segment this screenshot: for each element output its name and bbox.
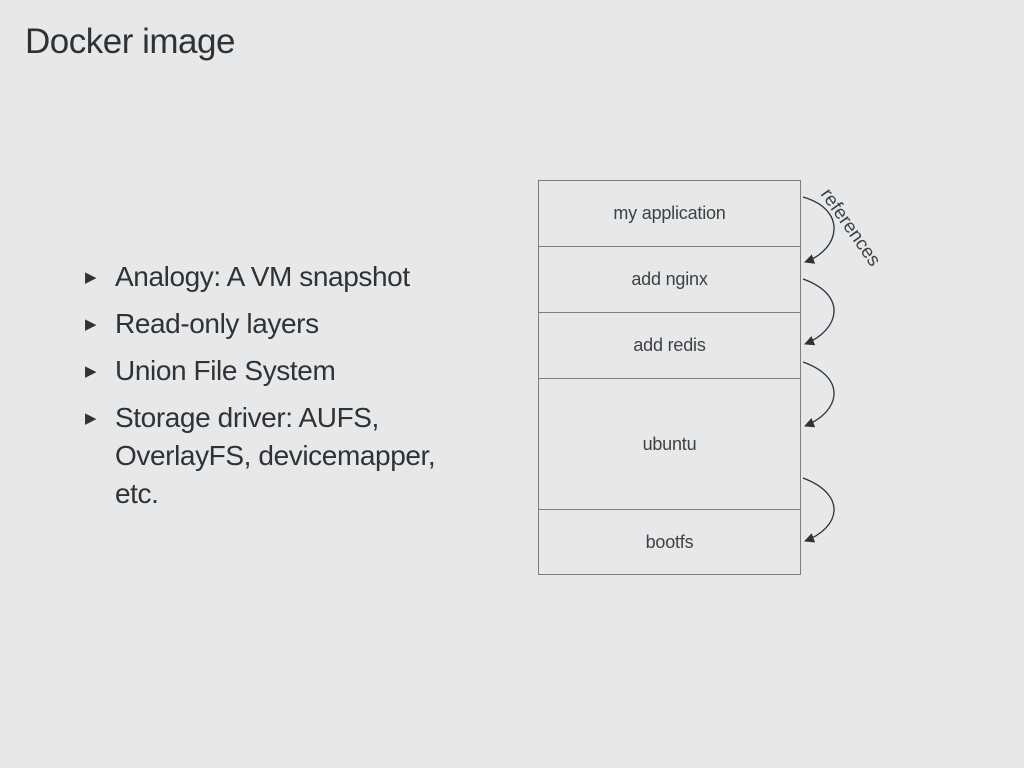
layer-bootfs: bootfs <box>645 531 694 552</box>
layer-add-nginx: add nginx <box>539 247 800 313</box>
bullet-triangle-icon: ▶ <box>85 410 97 427</box>
bullet-text: Analogy: A VM snapshot <box>115 261 410 292</box>
bullet-text: Read-only layers <box>115 308 319 339</box>
bullet-triangle-icon: ▶ <box>85 316 97 333</box>
bullet-triangle-icon: ▶ <box>85 269 97 286</box>
layer-my-application: my application <box>539 181 800 247</box>
bullet-item: ▶ Analogy: A VM snapshot <box>80 258 480 296</box>
bullet-item: ▶ Storage driver: AUFS, OverlayFS, device… <box>80 399 480 513</box>
references-label: references <box>816 185 885 271</box>
reference-arrow <box>802 278 835 346</box>
reference-arrow <box>802 196 835 264</box>
bullet-item: ▶ Union File System <box>80 352 480 390</box>
bullet-triangle-icon: ▶ <box>85 363 97 380</box>
slide-title: Docker image <box>25 22 235 61</box>
layer-stack: my application add nginx add redis ubunt… <box>538 180 801 575</box>
reference-arrow <box>802 361 835 428</box>
bullet-text: Storage driver: AUFS, OverlayFS, devicem… <box>115 402 436 509</box>
layer-add-redis: add redis <box>539 313 800 379</box>
bullet-text: Union File System <box>115 355 336 386</box>
bullet-list: ▶ Analogy: A VM snapshot ▶ Read-only layer… <box>80 258 480 522</box>
layer-ubuntu: ubuntu <box>539 379 800 510</box>
reference-arrow <box>802 477 835 543</box>
bullet-item: ▶ Read-only layers <box>80 305 480 343</box>
